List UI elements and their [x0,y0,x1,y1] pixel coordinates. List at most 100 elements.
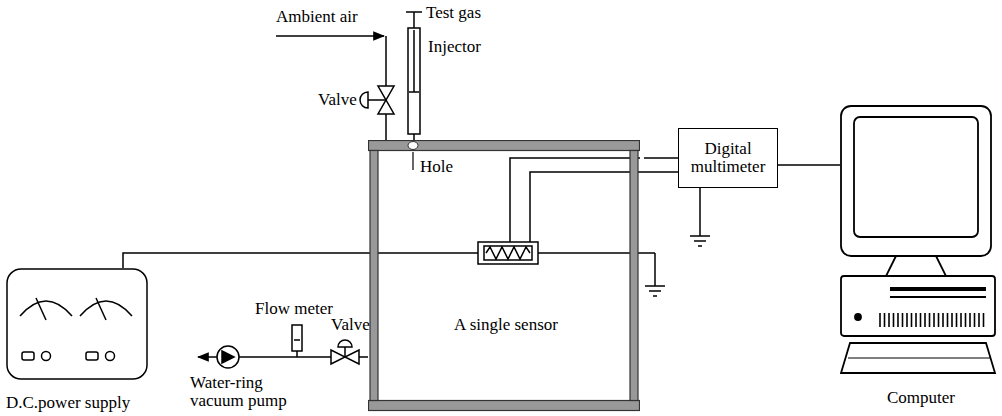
computer-symbol [848,358,990,359]
chamber-wall [369,141,640,151]
inlet-valve-symbol [360,92,368,108]
computer-figure: Computer [840,105,1002,414]
inlet-valve-symbol [360,86,394,114]
injection-hole [408,142,418,150]
sensor-ground-symbol [645,285,665,287]
wire-connector [778,164,840,166]
sensor-heater-symbol [368,252,478,254]
ambient-air-inlet [276,36,386,140]
inlet-valve-symbol [368,99,386,101]
sensor-signal-wires [510,158,678,242]
instrument-box: Digital multimeter [678,128,778,188]
computer-symbol [947,313,949,327]
part-label: Hole [420,158,453,176]
power-supply-symbol [96,298,106,320]
computer-symbol [915,313,917,327]
wire-connector [644,157,678,159]
computer-symbol [911,313,913,327]
part-label: Flow meter [255,300,333,318]
part-label: Test gas [426,4,481,22]
sensor-signal-wires [530,172,678,242]
inlet-valve-symbol [378,86,394,100]
node-label: Computer [840,389,1002,407]
computer-symbol [974,313,976,327]
computer-symbol [929,313,931,327]
computer-symbol [855,314,861,320]
part-label: Valve [331,316,370,334]
vacuum-pump-symbol [222,351,234,363]
sensor-ground-symbol [649,290,661,292]
computer-symbol [890,287,986,291]
computer-symbol [951,313,953,327]
power-supply-drawing [6,268,152,414]
computer-symbol [983,313,985,327]
ambient-air-inlet [385,36,387,86]
sensor-heater-symbol [486,247,530,259]
power-supply-symbol [106,352,115,361]
computer-symbol [841,343,995,373]
computer-symbol [933,313,935,327]
chamber-wall [630,151,638,401]
multimeter-ground-symbol [690,235,710,237]
computer-symbol [924,313,926,327]
computer-symbol [884,313,886,327]
part-label: Injector [428,38,481,56]
power-supply-symbol [42,352,51,361]
sensor-heater-symbol [478,242,538,264]
exhaust-pipe [296,351,298,357]
sensor-heater-symbol [654,253,656,286]
computer-symbol [902,313,904,327]
node-label: A single sensor [368,316,644,334]
power-supply-symbol [22,352,34,360]
chamber-wall [370,151,378,401]
injector-symbol [408,28,420,134]
power-supply-symbol [80,301,132,316]
injector-symbol [406,12,422,146]
computer-symbol [938,313,940,327]
flow-meter-symbol [294,339,300,341]
inlet-valve-symbol [378,100,394,114]
computer-symbol [942,313,944,327]
part-label: Ambient air [276,8,358,26]
hole-leader [412,152,413,170]
computer-symbol [906,313,908,327]
multimeter-ground-symbol [698,245,702,247]
exhaust-valve-symbol [338,340,352,347]
chamber-wall [369,401,640,411]
node-label: D.C.power supply [6,394,156,412]
exhaust-pipe [198,356,217,358]
power-supply-symbol [20,301,72,316]
power-supply-symbol [7,269,147,379]
multimeter-ground-symbol [694,240,706,242]
computer-symbol [886,256,946,276]
computer-symbol [956,313,958,327]
computer-symbol [879,313,881,327]
test-chamber-drawing [368,140,640,412]
sensor-ground-symbol [645,286,665,296]
computer-symbol [978,313,980,327]
vacuum-pump-symbol [217,346,239,368]
computer-symbol [965,313,967,327]
computer-symbol [960,313,962,327]
multimeter-ground-symbol [690,188,710,246]
vacuum-pump-symbol [217,346,239,368]
computer-symbol [854,117,978,237]
ambient-air-inlet [276,35,384,37]
flow-meter-symbol [292,325,302,351]
part-label: Water-ring vacuum pump [190,374,302,410]
exhaust-valve-symbol [331,350,345,364]
part-label: Valve [318,91,357,109]
computer-symbol [888,313,890,327]
computer-figure-drawing [840,105,998,414]
power-supply-symbol [86,352,98,360]
injector-symbol [413,12,415,28]
computer-symbol [893,313,895,327]
chamber-wall [369,141,640,411]
sensor-heater-symbol [484,246,532,260]
computer-symbol [969,313,971,327]
computer-symbol [897,313,899,327]
flow-meter-symbol [292,325,302,351]
wire-connector [123,253,368,268]
computer-symbol [841,106,991,256]
